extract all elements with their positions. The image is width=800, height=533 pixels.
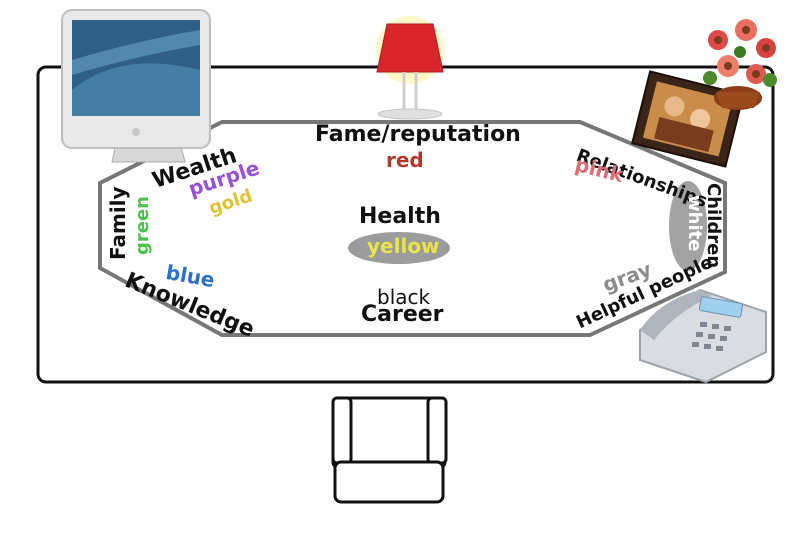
career-color: black xyxy=(377,285,431,309)
chair-icon xyxy=(331,396,448,504)
telephone-icon xyxy=(639,288,767,384)
fame-color: red xyxy=(386,148,424,172)
bagua-octagon xyxy=(98,120,727,337)
children-color: white xyxy=(684,195,705,252)
computer-monitor-icon xyxy=(61,9,211,163)
fame-label: Fame/reputation xyxy=(315,122,521,147)
career-label: Career xyxy=(361,302,444,327)
family-label: Family xyxy=(106,186,130,260)
yellow-color-patch xyxy=(348,232,450,264)
health-color: yellow xyxy=(367,234,440,258)
table-lamp-icon xyxy=(376,16,444,120)
white-color-patch xyxy=(669,181,707,271)
health-label: Health xyxy=(359,204,441,229)
family-color: green xyxy=(132,196,153,255)
flower-pot-icon xyxy=(703,19,777,110)
